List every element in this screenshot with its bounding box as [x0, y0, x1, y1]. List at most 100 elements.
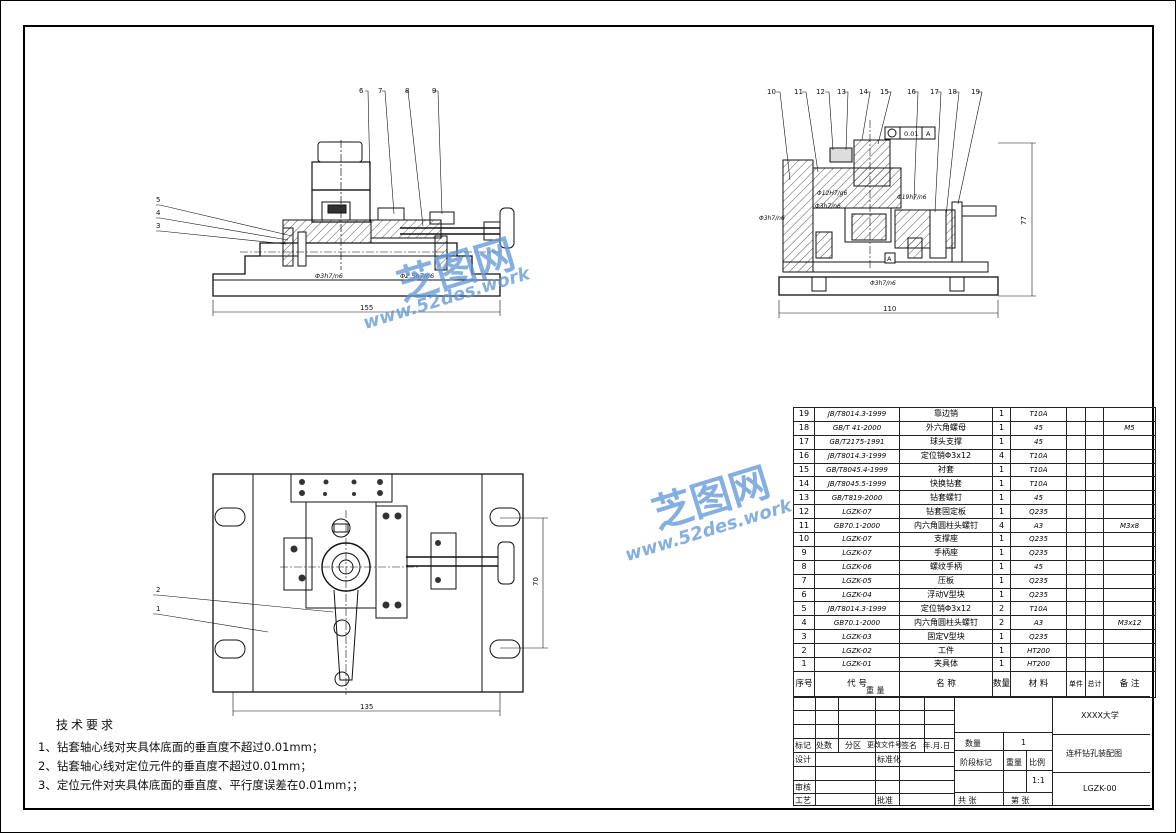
- bom-cell-code: LGZK-03: [814, 629, 900, 645]
- bom-cell-name: 支撑座: [899, 532, 993, 547]
- fit-label-side-4: Φ3h7/n6: [759, 215, 785, 222]
- bom-cell-no: 3: [793, 629, 815, 645]
- callout-16: 16: [907, 88, 916, 96]
- dim-width-155: 155: [360, 304, 373, 312]
- bom-cell-name: 手柄座: [899, 545, 993, 561]
- callout-3: 3: [156, 222, 160, 230]
- bom-cell-single: [1066, 504, 1087, 520]
- tb-quantity-value: 1: [1021, 738, 1027, 747]
- bom-cell-no: 18: [793, 420, 815, 436]
- tb-stage-label: 阶段标记: [960, 758, 992, 767]
- top-view-labels: 2 1 135 70: [156, 577, 540, 711]
- bom-cell-total: [1085, 448, 1105, 464]
- callout-18: 18: [948, 88, 957, 96]
- tb-change-doc-label: 更改文件号: [867, 741, 902, 749]
- bom-cell-single: [1066, 657, 1087, 672]
- bom-cell-single: [1066, 518, 1087, 534]
- dim-height-70: 70: [532, 577, 540, 586]
- callout-2: 2: [156, 586, 160, 594]
- callout-15: 15: [880, 88, 889, 96]
- bom-cell-code: GB70.1-2000: [814, 518, 900, 534]
- bom-cell-qty: 1: [991, 434, 1012, 450]
- tb-date-label: 年.月.日: [923, 741, 951, 750]
- bom-cell-material: Q235: [1010, 532, 1068, 547]
- bom-cell-qty: 1: [991, 462, 1012, 478]
- tb-design-label: 设计: [795, 755, 811, 764]
- bom-cell-code: LGZK-02: [814, 643, 900, 659]
- tb-std-label: 标准化: [877, 755, 901, 764]
- bom-cell-total: [1085, 476, 1105, 492]
- fit-label-side-3: Φ19h7/n6: [897, 194, 927, 201]
- tech-requirement-1: 1、钻套轴心线对夹具体底面的垂直度不超过0.01mm；: [38, 740, 324, 754]
- front-view-labels: 6 7 8 9 5 4 3 Φ3h7/n6 Φ2.5h7/n6 155: [156, 87, 436, 312]
- bom-cell-name: 球头支撑: [899, 434, 993, 450]
- bom-cell-note: [1103, 407, 1157, 422]
- bom-cell-qty: 1: [991, 532, 1012, 547]
- tb-scale-value: 1:1: [1032, 776, 1045, 785]
- bom-cell-code: GB/T819-2000: [814, 490, 900, 506]
- callout-10: 10: [767, 88, 776, 96]
- bom-cell-no: 5: [793, 601, 815, 617]
- bom-cell-material: HT200: [1010, 643, 1068, 659]
- bom-cell-no: 13: [793, 490, 815, 506]
- callout-13: 13: [837, 88, 846, 96]
- fit-label-side-5: Φ3h7/n6: [870, 280, 896, 287]
- side-view: [776, 91, 1036, 318]
- bom-cell-qty: 1: [991, 657, 1012, 672]
- bom-cell-qty: 1: [991, 407, 1012, 422]
- bom-cell-no: 9: [793, 545, 815, 561]
- bom-cell-note: [1103, 434, 1157, 450]
- bom-header-weight: 重 量: [866, 686, 885, 695]
- bom-cell-single: [1066, 407, 1087, 422]
- bom-header-code: 代 号: [814, 670, 900, 698]
- callout-8: 8: [405, 87, 409, 95]
- bom-header-no: 序号: [793, 670, 815, 698]
- bom-cell-code: LGZK-05: [814, 573, 900, 589]
- bom-cell-total: [1085, 434, 1105, 450]
- bom-header-single-label: 单件: [1069, 679, 1084, 688]
- bom-cell-name: 压板: [899, 573, 993, 589]
- bom-cell-total: [1085, 490, 1105, 506]
- bom-cell-no: 19: [793, 407, 815, 422]
- bom-cell-name: 衬套: [899, 462, 993, 478]
- bom-cell-material: A3: [1010, 518, 1068, 534]
- tb-drawing-name: 连杆钻孔装配图: [1066, 749, 1122, 758]
- bom-cell-qty: 1: [991, 629, 1012, 645]
- bom-cell-code: LGZK-04: [814, 587, 900, 603]
- bom-cell-material: Q235: [1010, 545, 1068, 561]
- bom-cell-code: JB/T8014.3-1999: [814, 407, 900, 422]
- callout-11: 11: [794, 88, 803, 96]
- bom-cell-name: 工件: [899, 643, 993, 659]
- bom-cell-material: 45: [1010, 490, 1068, 506]
- tb-process-label: 工艺: [795, 796, 811, 805]
- bom-cell-code: JB/T8014.3-1999: [814, 601, 900, 617]
- bom-cell-total: [1085, 545, 1105, 561]
- bom-cell-material: T10A: [1010, 407, 1068, 422]
- tb-university: XXXX大学: [1081, 711, 1119, 720]
- tb-scale-label: 比例: [1029, 758, 1045, 767]
- tb-sign-label: 签名: [901, 741, 917, 750]
- callout-14: 14: [859, 88, 868, 96]
- tech-requirement-2: 2、钻套轴心线对定位元件的垂直度不超过0.01mm；: [38, 759, 312, 773]
- bom-cell-total: [1085, 657, 1105, 672]
- bom-cell-total: [1085, 587, 1105, 603]
- bom-cell-note: [1103, 490, 1157, 506]
- front-view: [156, 90, 515, 316]
- bom-cell-single: [1066, 545, 1087, 561]
- callout-6: 6: [359, 87, 364, 95]
- bom-cell-qty: 1: [991, 545, 1012, 561]
- bom-cell-note: [1103, 545, 1157, 561]
- bom-cell-name: 内六角圆柱头螺钉: [899, 518, 993, 534]
- dim-width-135: 135: [360, 703, 373, 711]
- bom-cell-material: A3: [1010, 615, 1068, 631]
- callout-17: 17: [930, 88, 939, 96]
- bom-cell-total: [1085, 573, 1105, 589]
- tb-quantity-label: 数量: [965, 739, 981, 748]
- bom-cell-note: [1103, 643, 1157, 659]
